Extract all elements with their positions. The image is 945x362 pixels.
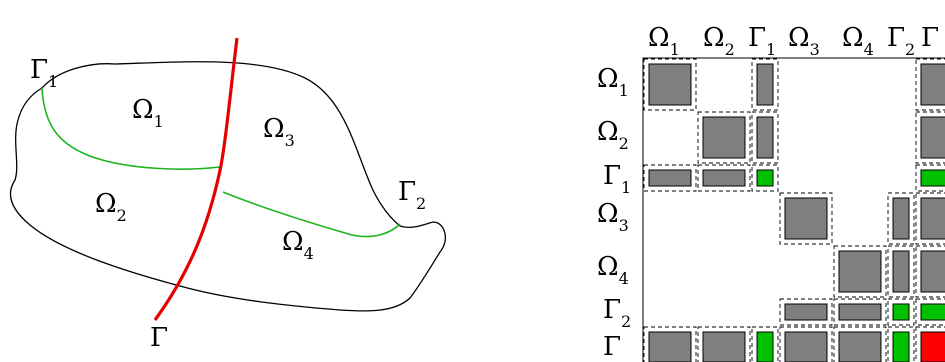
col-label-omega1: Ω1 xyxy=(648,23,680,59)
matrix-cell-outline-r4-c5 xyxy=(887,245,915,298)
matrix-cell-outline-r6-c2 xyxy=(751,326,779,362)
block-matrix: Ω1 Ω2 Γ1 Ω3 Ω4 Γ2 Γ Ω1 Ω2 Γ1 Ω3 Ω4 Γ2 Γ xyxy=(597,23,945,362)
matrix-cell-outline-r2-c1 xyxy=(697,164,751,192)
matrix-cell-outline-r1-c1 xyxy=(697,111,751,164)
interface-gamma-curve xyxy=(153,37,239,321)
label-omega1: Ω1 xyxy=(132,95,164,131)
matrix-block-green-r2-c6 xyxy=(920,169,945,187)
matrix-block-gray-r1-c6 xyxy=(920,116,945,159)
row-label-omega3: Ω3 xyxy=(597,199,629,235)
matrix-block-gray-r4-c4 xyxy=(838,250,882,293)
label-omega2: Ω2 xyxy=(95,189,127,225)
domain-sketch: Ω1 Ω3 Ω2 Ω4 Γ1 Γ2 Γ xyxy=(9,37,446,353)
col-label-omega2: Ω2 xyxy=(703,23,735,59)
matrix-cell-outline-r3-c6 xyxy=(915,192,945,245)
row-label-omega1: Ω1 xyxy=(597,64,629,100)
matrix-block-gray-r0-c0 xyxy=(648,63,692,106)
row-label-omega2: Ω2 xyxy=(597,117,629,153)
col-label-gamma1: Γ1 xyxy=(748,23,776,59)
domain-outline xyxy=(9,61,446,312)
matrix-block-gray-r5-c3 xyxy=(784,303,828,321)
matrix-cell-outline-r2-c6 xyxy=(915,164,945,192)
matrix-block-green-r6-c2 xyxy=(756,331,774,362)
matrix-cell-outline-r0-c0 xyxy=(643,58,697,111)
col-label-gamma2: Γ2 xyxy=(887,23,915,59)
matrix-cell-outline-r6-c4 xyxy=(833,326,887,362)
matrix-cell-outline-r5-c4 xyxy=(833,298,887,326)
matrix-cell-outline-r4-c4 xyxy=(833,245,887,298)
interface-gamma1-curve xyxy=(41,87,220,170)
matrix-block-gray-r5-c4 xyxy=(838,303,882,321)
matrix-block-gray-r6-c1 xyxy=(702,331,746,362)
matrix-block-gray-r1-c2 xyxy=(756,116,774,159)
matrix-cell-outline-r6-c3 xyxy=(779,326,833,362)
matrix-block-gray-r0-c6 xyxy=(920,63,945,106)
matrix-block-green-r2-c2 xyxy=(756,169,774,187)
matrix-block-green-r5-c6 xyxy=(920,303,945,321)
row-label-gamma1: Γ1 xyxy=(603,161,631,197)
col-label-omega3: Ω3 xyxy=(788,23,820,59)
matrix-block-gray-r1-c1 xyxy=(702,116,746,159)
matrix-cell-outline-r0-c2 xyxy=(751,58,779,111)
col-label-gamma: Γ xyxy=(921,23,939,53)
label-gamma: Γ xyxy=(150,323,168,353)
matrix-cells xyxy=(643,58,945,362)
matrix-block-gray-r6-c3 xyxy=(784,331,828,362)
col-label-omega4: Ω4 xyxy=(842,23,874,59)
row-label-gamma: Γ xyxy=(603,332,621,362)
matrix-block-gray-r2-c0 xyxy=(648,169,692,187)
matrix-cell-outline-r2-c0 xyxy=(643,164,697,192)
matrix-cell-outline-r6-c1 xyxy=(697,326,751,362)
matrix-block-gray-r6-c4 xyxy=(838,331,882,362)
matrix-frame xyxy=(642,57,945,362)
interface-gamma2-curve xyxy=(222,191,401,238)
matrix-cell-outline-r3-c5 xyxy=(887,192,915,245)
matrix-block-gray-r4-c5 xyxy=(892,250,910,293)
label-omega3: Ω3 xyxy=(263,114,295,150)
matrix-cell-outline-r2-c2 xyxy=(751,164,779,192)
matrix-block-gray-r6-c0 xyxy=(648,331,692,362)
matrix-block-gray-r4-c6 xyxy=(920,250,945,293)
matrix-block-red-r6-c6 xyxy=(920,331,945,362)
label-omega4: Ω4 xyxy=(282,227,314,263)
matrix-cell-outline-r1-c2 xyxy=(751,111,779,164)
matrix-cell-outline-r6-c5 xyxy=(887,326,915,362)
label-gamma2: Γ2 xyxy=(398,177,426,213)
label-gamma1: Γ1 xyxy=(30,55,58,91)
row-label-omega4: Ω4 xyxy=(597,252,629,288)
matrix-block-gray-r0-c2 xyxy=(756,63,774,106)
matrix-cell-outline-r5-c6 xyxy=(915,298,945,326)
matrix-cell-outline-r0-c6 xyxy=(915,58,945,111)
matrix-block-green-r6-c5 xyxy=(892,331,910,362)
matrix-cell-outline-r1-c6 xyxy=(915,111,945,164)
row-label-gamma2: Γ2 xyxy=(603,295,631,331)
matrix-cell-outline-r3-c3 xyxy=(779,192,833,245)
matrix-block-gray-r2-c1 xyxy=(702,169,746,187)
matrix-block-gray-r3-c5 xyxy=(892,197,910,240)
matrix-cell-outline-r6-c6 xyxy=(915,326,945,362)
matrix-cell-outline-r6-c0 xyxy=(643,326,697,362)
matrix-cell-outline-r4-c6 xyxy=(915,245,945,298)
matrix-block-gray-r3-c3 xyxy=(784,197,828,240)
matrix-cell-outline-r5-c5 xyxy=(887,298,915,326)
matrix-block-gray-r3-c6 xyxy=(920,197,945,240)
matrix-block-green-r5-c5 xyxy=(892,303,910,321)
matrix-cell-outline-r5-c3 xyxy=(779,298,833,326)
